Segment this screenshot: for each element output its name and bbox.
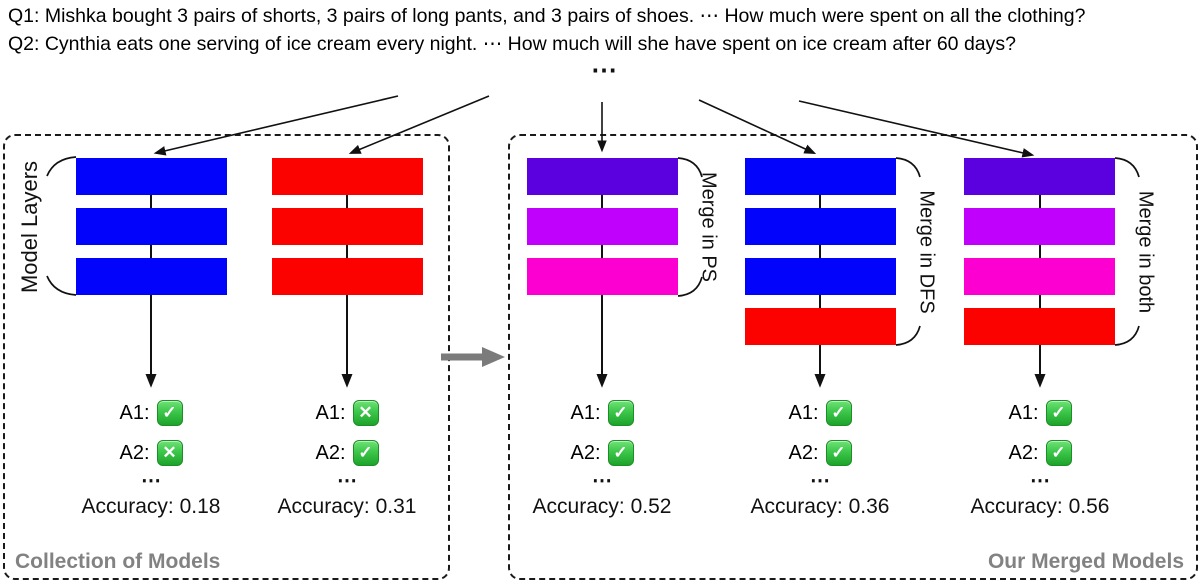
- merge-arrow-head: [482, 347, 505, 367]
- check-mark-icon: ✓: [352, 440, 379, 466]
- answer-label: A2:: [570, 441, 601, 464]
- question-text-block: Q1: Mishka bought 3 pairs of shorts, 3 p…: [8, 2, 1085, 58]
- ellipsis-answers: ⋯: [592, 470, 612, 492]
- check-mark-icon: ✓: [156, 400, 183, 426]
- model-stack-merged-dfs: [745, 158, 896, 358]
- check-mark-icon: ✓: [607, 440, 634, 466]
- merge-in-ps-label: Merge in PS: [697, 171, 720, 283]
- model-layer-bar: [964, 308, 1115, 345]
- model-layer-bar: [964, 258, 1115, 295]
- answer-label: A1:: [1008, 401, 1039, 424]
- model-layer-bar: [964, 158, 1115, 195]
- model-layer-bar: [745, 158, 896, 195]
- cross-mark-icon: ✕: [352, 400, 379, 426]
- question-q1: Q1: Mishka bought 3 pairs of shorts, 3 p…: [8, 5, 1086, 27]
- ellipsis-answers: ⋯: [1030, 470, 1050, 492]
- ellipsis-answers: ⋯: [337, 470, 357, 492]
- model-layer-bar: [745, 208, 896, 245]
- check-mark-icon: ✓: [1045, 400, 1072, 426]
- model-stack-merged-both: [964, 158, 1115, 358]
- answer-row-a2: A2: ✓: [247, 439, 447, 467]
- answer-label: A1:: [119, 401, 150, 424]
- answer-label: A2:: [315, 441, 346, 464]
- model-stack-merged-ps: [527, 158, 678, 308]
- answer-row-a1: A1: ✓: [502, 399, 702, 427]
- answers-source-1: A1: ✓ A2: ✕ ⋯ Accuracy: 0.18: [51, 399, 251, 519]
- model-layer-bar: [272, 158, 423, 195]
- accuracy-label: Accuracy: 0.18: [81, 495, 221, 518]
- accuracy-label: Accuracy: 0.52: [532, 495, 672, 518]
- model-layer-bar: [272, 258, 423, 295]
- answer-label: A1:: [315, 401, 346, 424]
- answer-row-a1: A1: ✓: [720, 399, 920, 427]
- answer-row-a1: A1: ✓: [940, 399, 1140, 427]
- model-layer-bar: [76, 158, 227, 195]
- accuracy-label: Accuracy: 0.36: [750, 495, 890, 518]
- collection-box-label: Collection of Models: [15, 550, 221, 573]
- cross-mark-icon: ✕: [156, 440, 183, 466]
- model-layer-bar: [527, 208, 678, 245]
- answers-merged-ps: A1: ✓ A2: ✓ ⋯ Accuracy: 0.52: [502, 399, 702, 519]
- answer-row-a2: A2: ✕: [51, 439, 251, 467]
- answer-row-a2: A2: ✓: [940, 439, 1140, 467]
- answer-row-a2: A2: ✓: [502, 439, 702, 467]
- answer-label: A1:: [788, 401, 819, 424]
- merged-box-label: Our Merged Models: [987, 550, 1184, 573]
- accuracy-label: Accuracy: 0.56: [970, 495, 1110, 518]
- model-layers-label: Model Layers: [17, 160, 42, 294]
- check-mark-icon: ✓: [607, 400, 634, 426]
- model-layer-bar: [527, 258, 678, 295]
- answer-label: A2:: [788, 441, 819, 464]
- ellipsis-answers: ⋯: [810, 470, 830, 492]
- merge-in-dfs-label: Merge in DFS: [915, 190, 938, 314]
- merge-in-both-label: Merge in both: [1134, 190, 1157, 314]
- check-mark-icon: ✓: [825, 400, 852, 426]
- check-mark-icon: ✓: [1045, 440, 1072, 466]
- ellipsis-answers: ⋯: [141, 470, 161, 492]
- answer-label: A2:: [119, 441, 150, 464]
- check-mark-icon: ✓: [825, 440, 852, 466]
- model-stack-source-2: [272, 158, 423, 308]
- answer-row-a1: A1: ✕: [247, 399, 447, 427]
- model-stack-source-1: [76, 158, 227, 308]
- model-layer-bar: [76, 258, 227, 295]
- merge-transition-arrow: [441, 347, 505, 367]
- ellipsis-top: ⋯: [591, 54, 617, 85]
- answers-source-2: A1: ✕ A2: ✓ ⋯ Accuracy: 0.31: [247, 399, 447, 519]
- answer-row-a1: A1: ✓: [51, 399, 251, 427]
- model-layer-bar: [745, 258, 896, 295]
- model-layer-bar: [745, 308, 896, 345]
- model-layer-bar: [527, 158, 678, 195]
- answers-merged-both: A1: ✓ A2: ✓ ⋯ Accuracy: 0.56: [940, 399, 1140, 519]
- answer-row-a2: A2: ✓: [720, 439, 920, 467]
- answers-merged-dfs: A1: ✓ A2: ✓ ⋯ Accuracy: 0.36: [720, 399, 920, 519]
- model-layer-bar: [272, 208, 423, 245]
- answer-label: A2:: [1008, 441, 1039, 464]
- model-layer-bar: [76, 208, 227, 245]
- question-q2: Q2: Cynthia eats one serving of ice crea…: [8, 33, 1016, 55]
- model-layer-bar: [964, 208, 1115, 245]
- accuracy-label: Accuracy: 0.31: [277, 495, 417, 518]
- answer-label: A1:: [570, 401, 601, 424]
